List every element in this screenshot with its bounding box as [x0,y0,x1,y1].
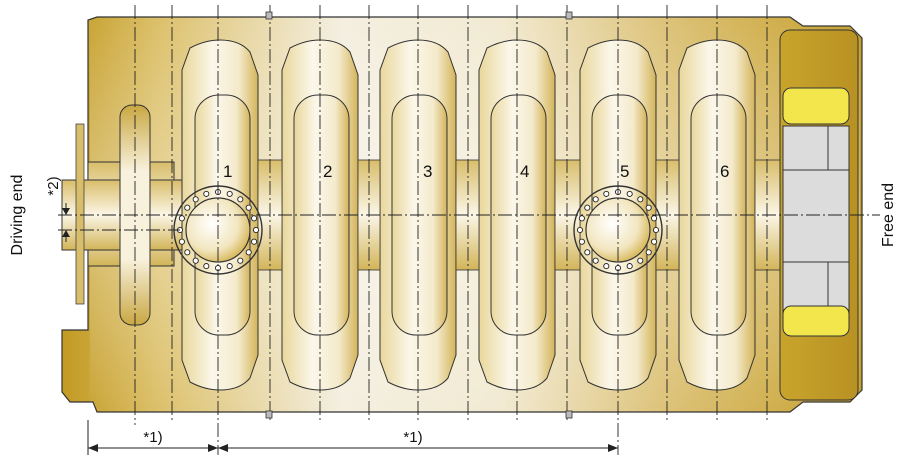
center-lines [58,5,880,455]
bolt-hole [584,249,591,256]
bolt-hole [603,263,610,270]
bolt-hole [245,249,252,256]
bolt-hole [584,204,591,211]
bearing-1-bolts [176,188,260,272]
offset-note: *2) [45,176,62,195]
bolt-hole [592,196,599,203]
bolt-hole [651,238,658,245]
dimension-note-1: *1) [143,429,162,446]
bolt-hole [252,226,260,234]
bolt-hole [245,204,252,211]
bearing-5-bolts [576,188,660,272]
flange-bolt-row [75,123,85,305]
cylinder-label-5: 5 [620,162,629,181]
dimension-note-2: *1) [403,429,422,446]
bolt-hole [592,257,599,264]
bolt-hole [178,238,185,245]
offset-dimension: *2) [45,176,70,242]
free-end-upper-window [782,87,850,125]
bolt-hole [651,215,658,222]
bolt-hole [626,190,633,197]
bolt-hole [576,226,584,234]
driving-end-label: Driving end [9,175,26,256]
bolt-hole [637,257,644,264]
bolt-hole [192,257,199,264]
bolt-hole [578,215,585,222]
bolt-hole [226,263,233,270]
cylinder-label-2: 2 [323,162,332,181]
bolt-hole [184,249,191,256]
bolt-hole [237,196,244,203]
bolt-hole [626,263,633,270]
cylinder-labels: 1 2 3 4 5 6 [223,162,729,181]
dimension-lines: *1) *1) [87,420,618,455]
bolt-hole [645,249,652,256]
bolt-hole [192,196,199,203]
bolt-hole [226,190,233,197]
bolt-hole [652,226,660,234]
bolt-hole [203,190,210,197]
bolt-hole [637,196,644,203]
cylinder-label-1: 1 [223,162,232,181]
cylinder-label-6: 6 [720,162,729,181]
free-end-label: Free end [880,183,897,247]
free-end-lower-window [782,305,850,337]
bolt-hole [645,204,652,211]
bolt-hole [203,263,210,270]
bolt-hole [251,215,258,222]
cylinder-label-3: 3 [423,162,432,181]
edge-studs [265,11,573,419]
bolt-hole [184,204,191,211]
bolt-hole [603,190,610,197]
free-end-middle-block [782,125,850,317]
bolt-hole [237,257,244,264]
bolt-hole [578,238,585,245]
cylinder-label-4: 4 [520,162,529,181]
bolt-hole [251,238,258,245]
bolt-hole [178,215,185,222]
